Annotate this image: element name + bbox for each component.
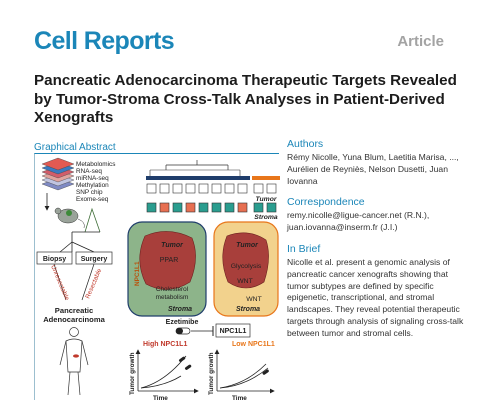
stroma-row-label: Stroma bbox=[254, 214, 278, 221]
graphical-abstract-heading: Graphical Abstract bbox=[34, 142, 116, 153]
plot-left-y-axis: Tumor growth bbox=[129, 352, 136, 395]
omics-label-6: Exome-seq bbox=[76, 196, 109, 203]
left-pathway-label: PPAR bbox=[160, 257, 179, 264]
plot-right-y-axis: Tumor growth bbox=[208, 352, 215, 395]
right-group-bar bbox=[252, 176, 280, 180]
left-marker-label: NPC1L1 bbox=[134, 261, 141, 286]
left-process-line1: Cholesterol bbox=[156, 286, 188, 293]
in-brief-text: Nicolle et al. present a genomic analysi… bbox=[287, 256, 464, 338]
disease-label-line2: Adenocarcinoma bbox=[43, 315, 105, 324]
left-process-line2: metabolism bbox=[156, 294, 189, 301]
biopsy-label: Biopsy bbox=[43, 256, 66, 263]
pill-icon bbox=[175, 327, 191, 335]
plot-left-x-axis: Time bbox=[153, 395, 168, 402]
plot-right-x-axis: Time bbox=[232, 395, 247, 402]
plot-right-treated-curve bbox=[219, 367, 269, 389]
article-title: Pancreatic Adenocarcinoma Therapeutic Ta… bbox=[34, 72, 457, 126]
left-tumor-mass bbox=[139, 231, 196, 290]
right-tumor-label: Tumor bbox=[236, 242, 259, 249]
journal-title: Cell Reports bbox=[34, 27, 175, 55]
right-pathway1-label: Glycolysis bbox=[231, 263, 262, 270]
tumor-row bbox=[146, 183, 277, 194]
right-pathway3-label: WNT bbox=[246, 296, 261, 303]
article-sidebar: Authors Rémy Nicolle, Yuna Blum, Laetiti… bbox=[287, 138, 467, 349]
stroma-row bbox=[146, 202, 277, 213]
right-pathway2-label: WNT bbox=[237, 278, 252, 285]
omics-label-1: Metabolomics bbox=[76, 161, 115, 168]
omics-label-5: SNP chip bbox=[76, 189, 103, 196]
biopsy-box bbox=[36, 251, 73, 265]
unresectable-label: Unresectable bbox=[49, 264, 70, 302]
omics-stack-icon bbox=[41, 157, 75, 191]
correspondence-emails[interactable]: remy.nicolle@ligue-cancer.net (R.N.), ju… bbox=[287, 210, 430, 233]
drug-target-box bbox=[215, 323, 251, 338]
surgery-label: Surgery bbox=[81, 256, 108, 263]
authors-heading: Authors bbox=[287, 138, 324, 150]
disease-label-line1: Pancreatic bbox=[55, 306, 93, 315]
xenograft-mouse-icon bbox=[54, 207, 85, 229]
omics-label-2: RNA-seq bbox=[76, 168, 102, 175]
authors-list: Rémy Nicolle, Yuna Blum, Laetitia Marisa… bbox=[287, 152, 459, 186]
plot-right-control-curve bbox=[219, 363, 267, 389]
patient-figure-icon bbox=[59, 327, 89, 396]
graphical-abstract-frame bbox=[34, 153, 279, 400]
article-type-label: Article bbox=[397, 33, 444, 50]
in-brief-heading: In Brief bbox=[287, 242, 321, 255]
drug-target-label: NPC1L1 bbox=[220, 328, 247, 335]
tumor-row-label: Tumor bbox=[255, 196, 276, 203]
left-group-bar bbox=[146, 176, 250, 180]
omics-label-4: Methylation bbox=[76, 182, 109, 189]
correspondence-heading: Correspondence bbox=[287, 196, 365, 209]
drug-label: Ezetimibe bbox=[166, 319, 199, 326]
right-stroma-label: Stroma bbox=[236, 306, 260, 313]
right-tumor-mass bbox=[222, 232, 269, 289]
plot-right-title: Low NPC1L1 bbox=[232, 341, 275, 348]
omics-label-3: miRNA-seq bbox=[76, 175, 109, 182]
plot-left-title: High NPC1L1 bbox=[143, 341, 187, 348]
mouse-tree-icon bbox=[84, 207, 101, 233]
plot-left-treated-curve bbox=[140, 375, 182, 389]
left-stroma-label: Stroma bbox=[168, 306, 192, 313]
left-tumor-label: Tumor bbox=[161, 242, 184, 249]
